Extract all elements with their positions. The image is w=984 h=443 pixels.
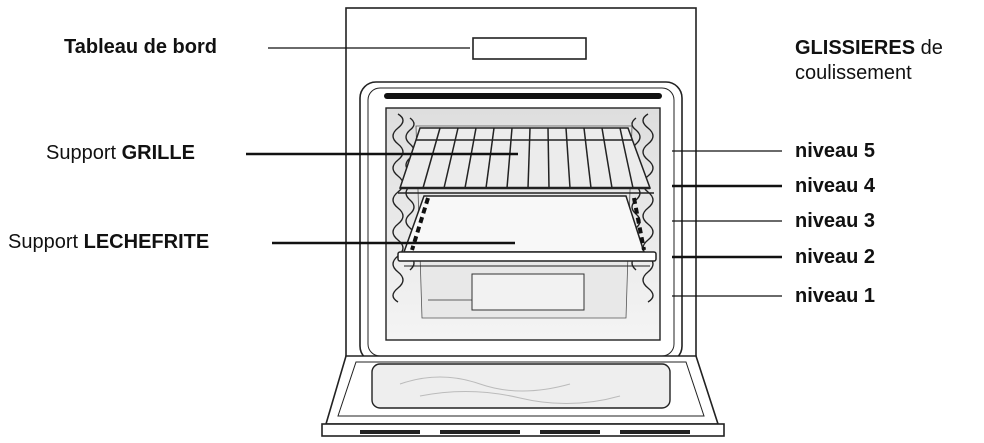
label-grid-prefix: Support xyxy=(46,142,117,164)
label-slides-de: de xyxy=(920,37,943,59)
label-slides-line2: coulissement xyxy=(795,62,912,84)
label-level-2: niveau 2 xyxy=(795,246,876,268)
label-control-panel: Tableau de bord xyxy=(64,36,217,58)
label-slides: GLISSIERES de xyxy=(795,37,943,59)
label-grid-bold: GRILLE xyxy=(121,142,195,164)
control-panel-display xyxy=(472,37,587,60)
label-grid: Support GRILLE xyxy=(46,142,195,164)
wire-rack xyxy=(398,127,654,194)
label-level-1: niveau 1 xyxy=(795,285,876,307)
label-level-3: niveau 3 xyxy=(795,210,876,232)
top-element xyxy=(384,93,662,99)
door-window xyxy=(371,363,671,409)
label-slides-bold: GLISSIERES xyxy=(795,37,916,59)
label-level-5: niveau 5 xyxy=(795,140,876,162)
oven-door xyxy=(321,355,725,437)
pan-guides xyxy=(410,197,646,251)
label-level-4: niveau 4 xyxy=(795,175,876,197)
label-pan-bold: LECHEFRITE xyxy=(83,231,210,253)
label-pan: Support LECHEFRITE xyxy=(8,231,209,253)
label-pan-prefix: Support xyxy=(8,231,79,253)
dripping-pan xyxy=(397,195,657,267)
back-panel xyxy=(471,273,585,311)
